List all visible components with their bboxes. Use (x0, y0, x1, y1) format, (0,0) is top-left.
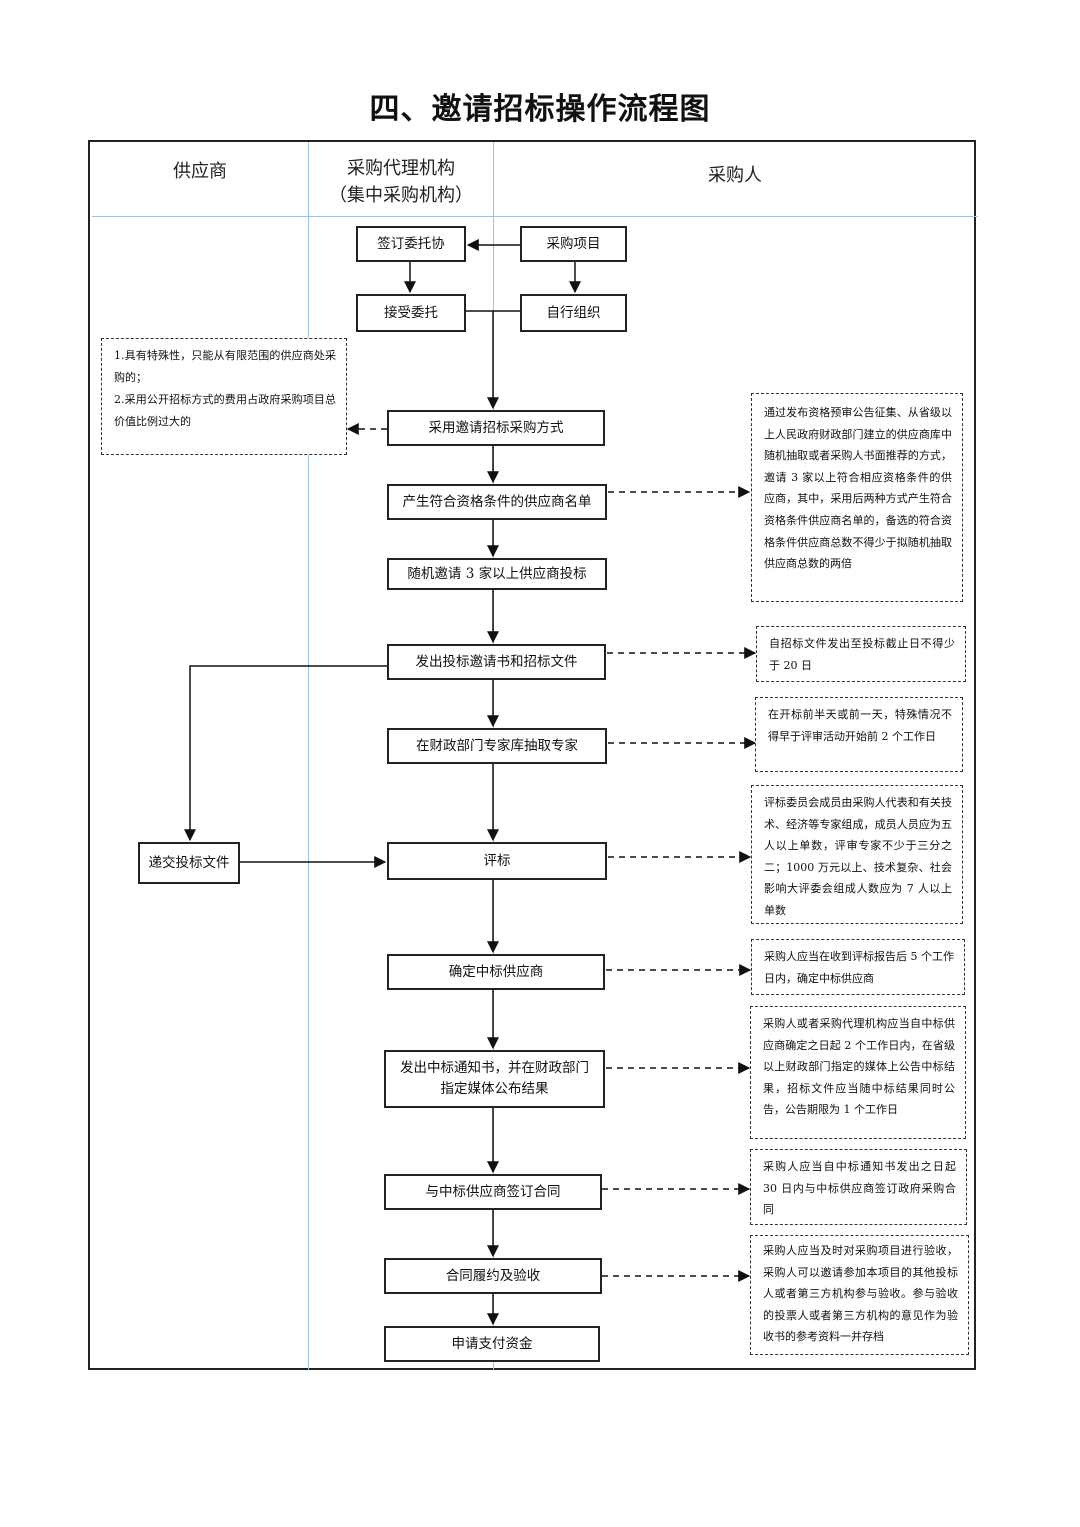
contract-timing-note: 采购人应当自中标通知书发出之日起 30 日内与中标供应商签订政府采购合同 (750, 1149, 967, 1225)
lane-header-supplier: 供应商 (173, 161, 227, 182)
lane-header-agency-line1: 采购代理机构 (347, 158, 455, 179)
lane-header-agency-line2: （集中采购机构） (329, 185, 473, 206)
sign-contract-box: 签订委托协 (356, 226, 466, 262)
invite-suppliers-box: 随机邀请 3 家以上供应商投标 (387, 558, 607, 590)
arrow-issue-to-submit (184, 665, 387, 842)
lane-header-agency: 采购代理机构 （集中采购机构） (309, 155, 493, 209)
award-notice-line2: 指定媒体公布结果 (440, 1081, 549, 1097)
submit-bid-box: 递交投标文件 (138, 842, 240, 884)
self-organize-box: 自行组织 (520, 294, 627, 332)
acceptance-box: 合同履约及验收 (384, 1258, 602, 1294)
conditions-note-line1: 1.具有特殊性，只能从有限范围的供应商处采购的； (114, 349, 336, 384)
conditions-note-line2: 2.采用公开招标方式的费用占政府采购项目总价值比例过大的 (114, 393, 336, 428)
bid-period-note: 自招标文件发出至投标截止日不得少于 20 日 (756, 626, 966, 682)
expert-timing-note: 在开标前半天或前一天，特殊情况不得早于评审活动开始前 2 个工作日 (755, 697, 963, 772)
sign-contract-winner-box: 与中标供应商签订合同 (384, 1174, 602, 1210)
award-notice-box: 发出中标通知书，并在财政部门 指定媒体公布结果 (384, 1050, 605, 1108)
page-title: 四、邀请招标操作流程图 (369, 92, 711, 127)
bid-evaluation-box: 评标 (387, 842, 607, 880)
committee-note: 评标委员会成员由采购人代表和有关技术、经济等专家组成，成员人员应为五人以上单数，… (751, 785, 963, 924)
winner-timing-note: 采购人应当在收到评标报告后 5 个工作日内，确定中标供应商 (751, 939, 965, 995)
invite-method-box: 采用邀请招标采购方式 (387, 410, 605, 446)
conditions-note: 1.具有特殊性，只能从有限范围的供应商处采购的； 2.采用公开招标方式的费用占政… (101, 338, 347, 455)
apply-payment-box: 申请支付资金 (384, 1326, 600, 1362)
purchase-project-box: 采购项目 (520, 226, 627, 262)
award-notice-line1: 发出中标通知书，并在财政部门 (400, 1060, 589, 1076)
acceptance-note: 采购人应当及时对采购项目进行验收，采购人可以邀请参加本项目的其他投标人或者第三方… (750, 1235, 969, 1355)
supplier-list-box: 产生符合资格条件的供应商名单 (387, 484, 607, 520)
flowchart-frame (88, 140, 976, 1370)
announcement-note: 采购人或者采购代理机构应当自中标供应商确定之日起 2 个工作日内，在省级以上财政… (750, 1006, 966, 1139)
lane-divider (308, 142, 309, 1370)
draw-experts-box: 在财政部门专家库抽取专家 (387, 728, 607, 764)
header-divider (92, 216, 978, 217)
issue-documents-box: 发出投标邀请书和招标文件 (387, 644, 606, 680)
lane-header-purchaser: 采购人 (708, 165, 762, 186)
supplier-list-note: 通过发布资格预审公告征集、从省级以上人民政府财政部门建立的供应商库中随机抽取或者… (751, 393, 963, 602)
accept-entrust-box: 接受委托 (356, 294, 466, 332)
confirm-winner-box: 确定中标供应商 (387, 954, 605, 990)
